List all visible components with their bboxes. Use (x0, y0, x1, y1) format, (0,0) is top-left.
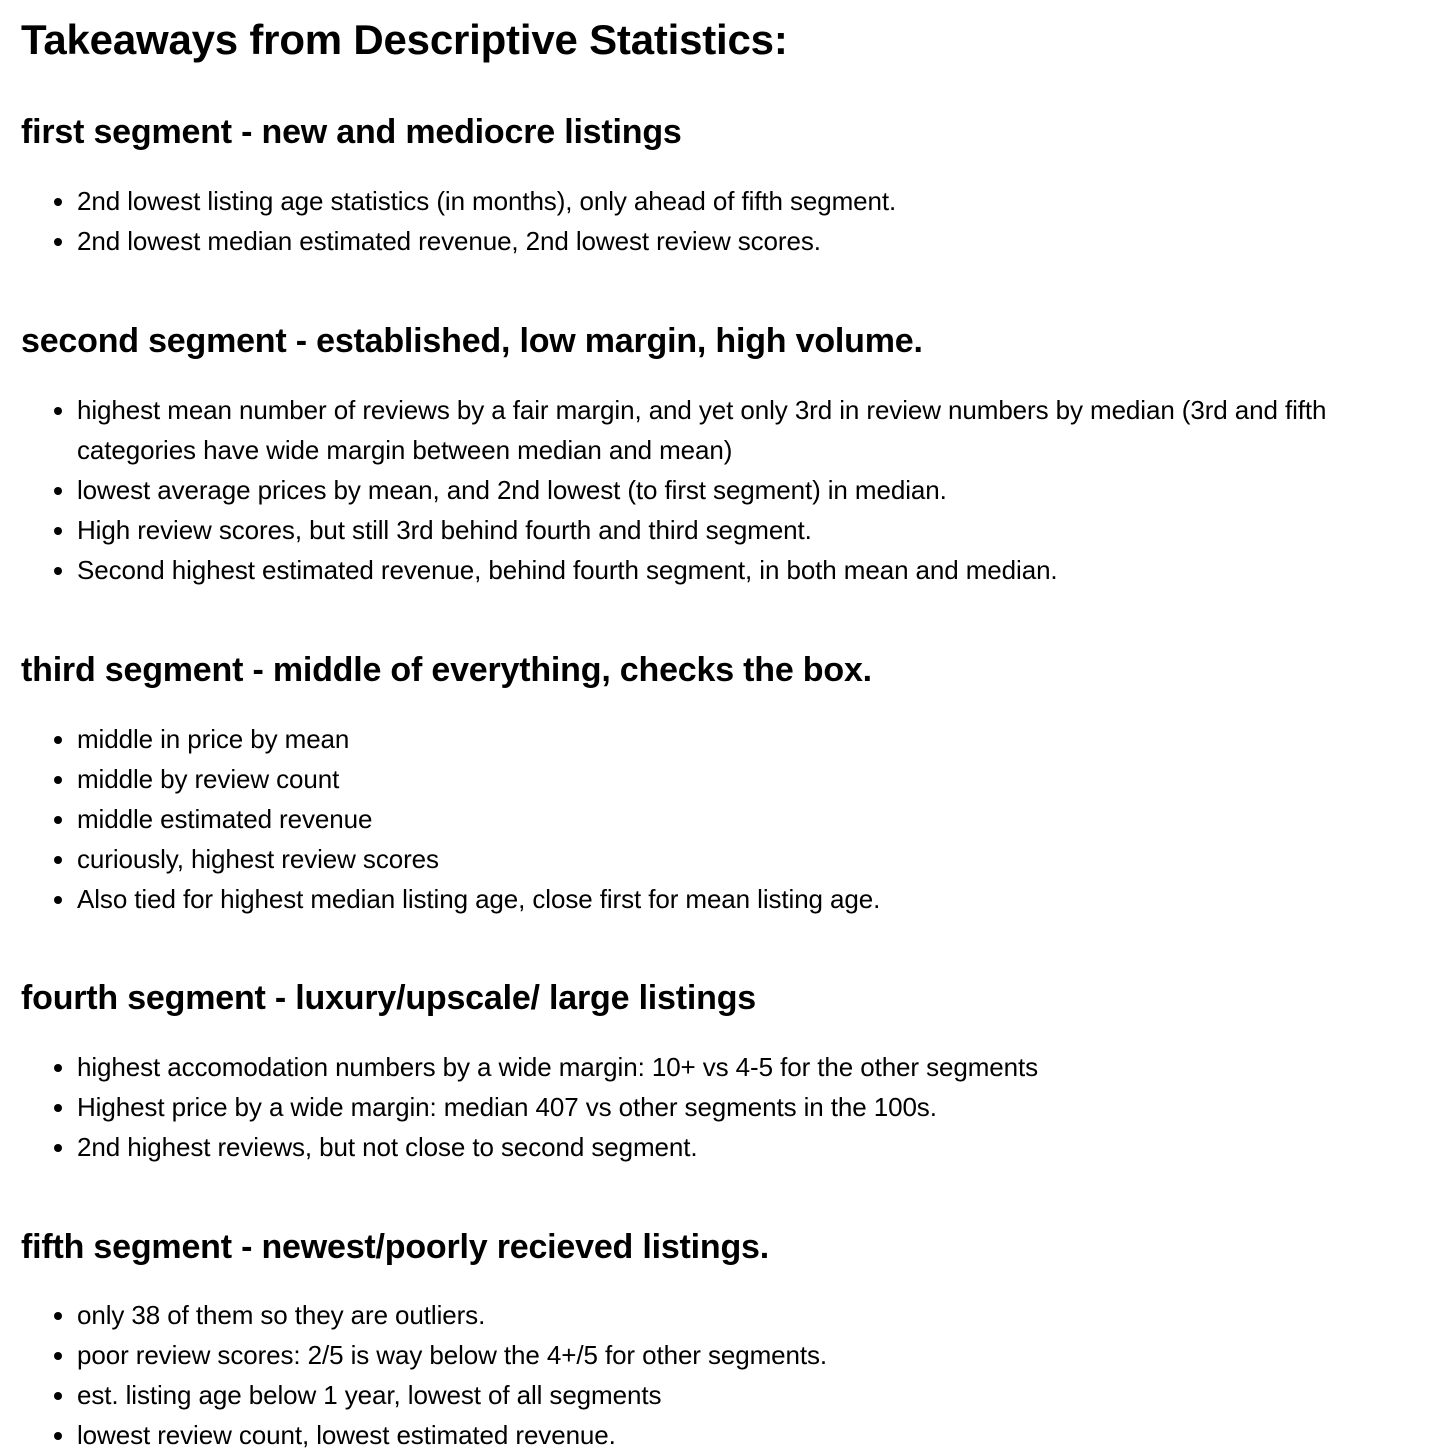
section-first-segment: first segment - new and mediocre listing… (21, 112, 1446, 261)
list-item: Highest price by a wide margin: median 4… (77, 1087, 1446, 1127)
list-item: 2nd highest reviews, but not close to se… (77, 1127, 1446, 1167)
list-item: Also tied for highest median listing age… (77, 879, 1446, 919)
section-heading: third segment - middle of everything, ch… (21, 651, 872, 689)
section-second-segment: second segment - established, low margin… (21, 321, 1446, 590)
section-fifth-segment: fifth segment - newest/poorly recieved l… (21, 1227, 1446, 1455)
section-heading: first segment - new and mediocre listing… (21, 113, 682, 151)
bullet-list: only 38 of them so they are outliers. po… (21, 1295, 1446, 1455)
list-item: middle by review count (77, 759, 1446, 799)
list-item: 2nd lowest listing age statistics (in mo… (77, 181, 1446, 221)
list-item: 2nd lowest median estimated revenue, 2nd… (77, 221, 1446, 261)
document: Takeaways from Descriptive Statistics: f… (21, 0, 1446, 1455)
bullet-list: 2nd lowest listing age statistics (in mo… (21, 181, 1446, 261)
section-heading: second segment - established, low margin… (21, 322, 923, 360)
bullet-list: middle in price by mean middle by review… (21, 719, 1446, 919)
section-third-segment: third segment - middle of everything, ch… (21, 650, 1446, 919)
list-item: highest accomodation numbers by a wide m… (77, 1047, 1446, 1087)
section-heading: fifth segment - newest/poorly recieved l… (21, 1228, 770, 1266)
bullet-list: highest mean number of reviews by a fair… (21, 390, 1446, 590)
list-item: curiously, highest review scores (77, 839, 1446, 879)
section-fourth-segment: fourth segment - luxury/upscale/ large l… (21, 978, 1446, 1167)
list-item: est. listing age below 1 year, lowest of… (77, 1375, 1446, 1415)
list-item: poor review scores: 2/5 is way below the… (77, 1335, 1446, 1375)
bullet-list: highest accomodation numbers by a wide m… (21, 1047, 1446, 1167)
list-item: lowest average prices by mean, and 2nd l… (77, 470, 1446, 510)
list-item: middle estimated revenue (77, 799, 1446, 839)
section-heading: fourth segment - luxury/upscale/ large l… (21, 979, 756, 1017)
list-item: only 38 of them so they are outliers. (77, 1295, 1446, 1335)
list-item: middle in price by mean (77, 719, 1446, 759)
list-item: Second highest estimated revenue, behind… (77, 550, 1446, 590)
page-title: Takeaways from Descriptive Statistics: (21, 16, 788, 63)
list-item: lowest review count, lowest estimated re… (77, 1415, 1446, 1455)
list-item: highest mean number of reviews by a fair… (77, 390, 1446, 470)
list-item: High review scores, but still 3rd behind… (77, 510, 1446, 550)
